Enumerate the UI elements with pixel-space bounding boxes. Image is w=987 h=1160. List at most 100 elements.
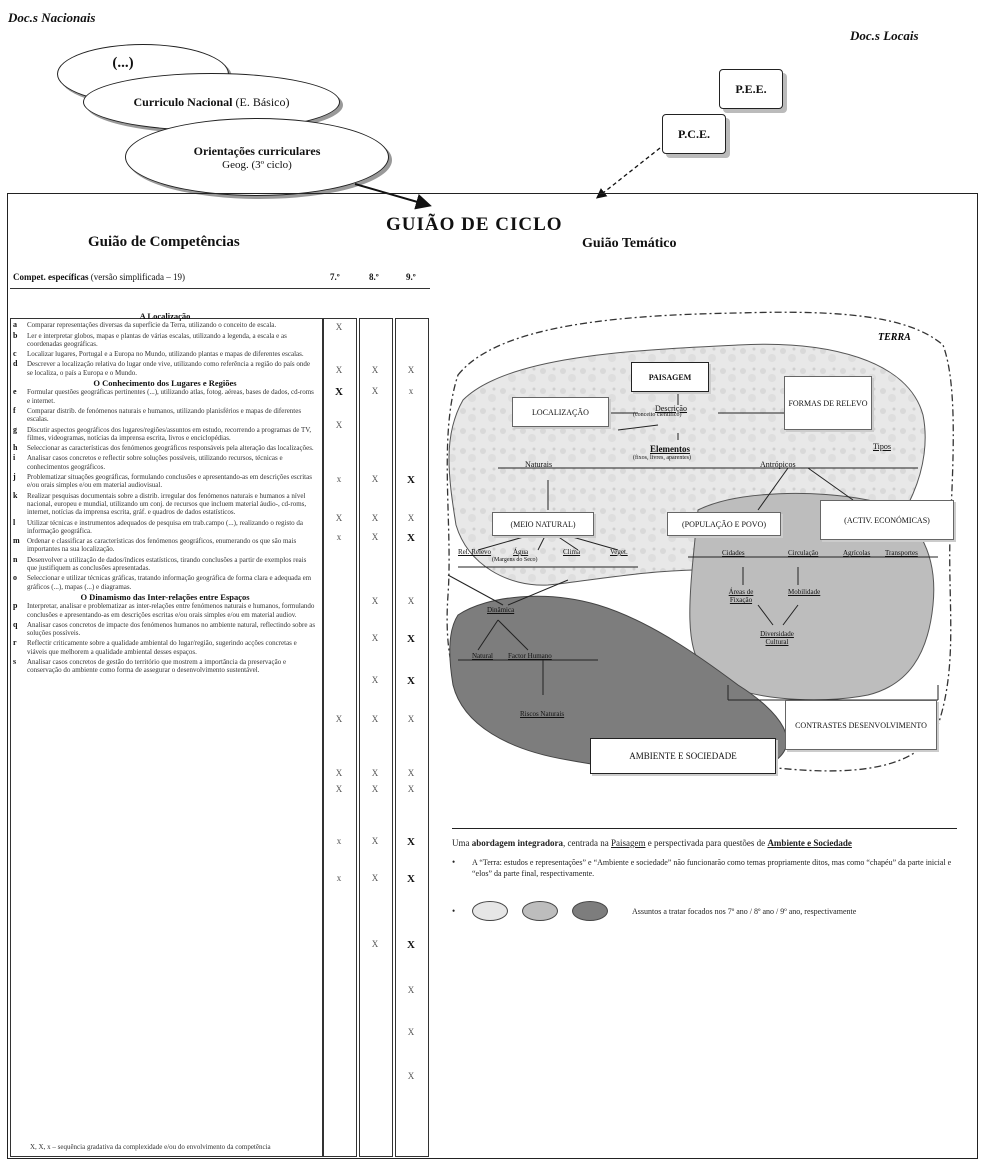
relevo-label: Rel. Relevo xyxy=(458,548,492,556)
table-header-bold: Compet. específicas xyxy=(13,272,89,282)
table-header-rest: (versão simplificada – 19) xyxy=(88,272,185,282)
mark: X xyxy=(371,675,379,685)
mark: X xyxy=(407,596,415,606)
formas-relevo-label: FORMAS DE RELEVO xyxy=(788,398,868,408)
ambiente-box: AMBIENTE E SOCIEDADE xyxy=(590,738,776,774)
descricao-sub: (conceito científico) xyxy=(633,412,682,418)
agricolas-label: Agrícolas xyxy=(843,549,871,557)
table-header-rule xyxy=(10,288,430,289)
mark: X xyxy=(335,513,343,523)
notes-lead: Uma abordagem integradora, centrada na P… xyxy=(452,838,962,849)
row-text: Ler e interpretar globos, mapas e planta… xyxy=(27,331,287,348)
swatch-dark xyxy=(572,901,608,921)
mark: X xyxy=(371,873,379,883)
antropicos-label: Antrópicos xyxy=(760,460,796,469)
naturais-label: Naturais xyxy=(525,460,553,469)
meio-natural-box: (MEIO NATURAL) xyxy=(492,512,594,536)
mark: X xyxy=(407,513,415,523)
lead-ambiente: Ambiente e Sociedade xyxy=(767,838,852,848)
mark: x xyxy=(336,474,342,484)
mark: X xyxy=(371,386,379,396)
mark: X xyxy=(335,322,343,332)
mark: x xyxy=(336,873,342,883)
bullet-dot: • xyxy=(452,857,456,867)
mark: X xyxy=(371,365,379,375)
mark: X xyxy=(371,784,379,794)
swatch-mid xyxy=(522,901,558,921)
mark: X xyxy=(335,784,343,794)
row-text: Realizar pesquisas documentais sobre a d… xyxy=(27,491,307,517)
row-text: Utilizar técnicas e instrumentos adequad… xyxy=(27,518,304,535)
row-text: Problematizar situações geográficas, for… xyxy=(27,473,312,490)
pee-label: P.E.E. xyxy=(735,81,767,96)
mark: X xyxy=(335,768,343,778)
row-text: Analisar casos concretos de gestão do te… xyxy=(27,657,287,675)
lead-pre: Uma xyxy=(452,838,472,848)
mark: X xyxy=(371,714,379,724)
row-text: Interpretar, analisar e problematizar as… xyxy=(27,602,315,619)
mark: X xyxy=(335,365,343,375)
populacao-box: (POPULAÇÃO E POVO) xyxy=(667,512,781,536)
row-letter: g xyxy=(13,424,17,434)
curriculo-sub: (E. Básico) xyxy=(232,94,290,109)
row-letter: q xyxy=(13,619,18,629)
agua-label: Água xyxy=(513,548,529,556)
paisagem-label: PAISAGEM xyxy=(648,372,692,382)
dinamica-label: Dinâmica xyxy=(487,606,515,614)
row-text: Formular questões geográficas pertinente… xyxy=(27,388,314,405)
pee-card: P.E.E. xyxy=(719,69,783,109)
row-text: Seleccionar e utilizar técnicas gráficas… xyxy=(27,574,312,591)
mark: X xyxy=(407,474,415,486)
col-7-header: 7.º xyxy=(330,272,340,282)
guiao-ciclo-title: GUIÃO DE CICLO xyxy=(386,214,563,235)
bullet-2: • Assuntos a tratar focados nos 7º ano /… xyxy=(452,901,962,921)
elementos-sub: (fixos, livres, aparentes) xyxy=(633,455,691,461)
mark: X xyxy=(371,633,379,643)
row-letter: h xyxy=(13,443,18,453)
row-text: Analisar casos concretos e reflectir sob… xyxy=(27,454,283,471)
mark: X xyxy=(407,675,415,687)
mark: X xyxy=(407,1071,415,1081)
mark: x xyxy=(336,836,342,846)
col-8-header: 8.º xyxy=(369,272,379,282)
section-title: A Localização xyxy=(139,311,191,321)
mark: X xyxy=(371,596,379,606)
table-text-column xyxy=(10,318,323,1157)
mark: X xyxy=(407,633,415,645)
notes-divider xyxy=(452,828,957,829)
notes-panel: Uma abordagem integradora, centrada na P… xyxy=(452,830,962,921)
diversidade-label: Diversidade Cultural xyxy=(760,630,794,646)
elementos-label: Elementos xyxy=(650,444,690,454)
formas-relevo-box: FORMAS DE RELEVO xyxy=(784,376,872,430)
lead-bold: abordagem integradora xyxy=(471,838,563,848)
row-text: Ordenar e classificar as características… xyxy=(27,537,297,554)
contrastes-label: CONTRASTES DESENVOLVIMENTO xyxy=(795,720,927,730)
mark: X xyxy=(371,939,379,949)
row-letter: s xyxy=(13,656,17,666)
mark: X xyxy=(407,1027,415,1037)
section-title: O Dinamismo das Inter-relações entre Esp… xyxy=(80,591,250,602)
competencias-title: Guião de Competências xyxy=(88,234,240,250)
mark: X xyxy=(407,836,415,848)
orientacoes-label: Orientações curriculares xyxy=(193,143,321,158)
table-row: s Analisar casos concretos de gestão do t… xyxy=(13,656,317,675)
row-text: Descrever a localização relativa do luga… xyxy=(27,360,310,377)
actividades-label: (ACTIV. ECONÓMICAS) xyxy=(844,515,930,525)
terra-label: TERRA xyxy=(878,332,911,343)
cidades-label: Cidades xyxy=(722,549,745,557)
row-letter: k xyxy=(13,490,18,500)
section-title: O Conhecimento dos Lugares e Regiões xyxy=(93,378,237,389)
tipos-label: Tipos xyxy=(873,442,891,451)
mark: X xyxy=(371,513,379,523)
mark: X xyxy=(407,784,415,794)
ambiente-label: AMBIENTE E SOCIEDADE xyxy=(629,751,737,761)
